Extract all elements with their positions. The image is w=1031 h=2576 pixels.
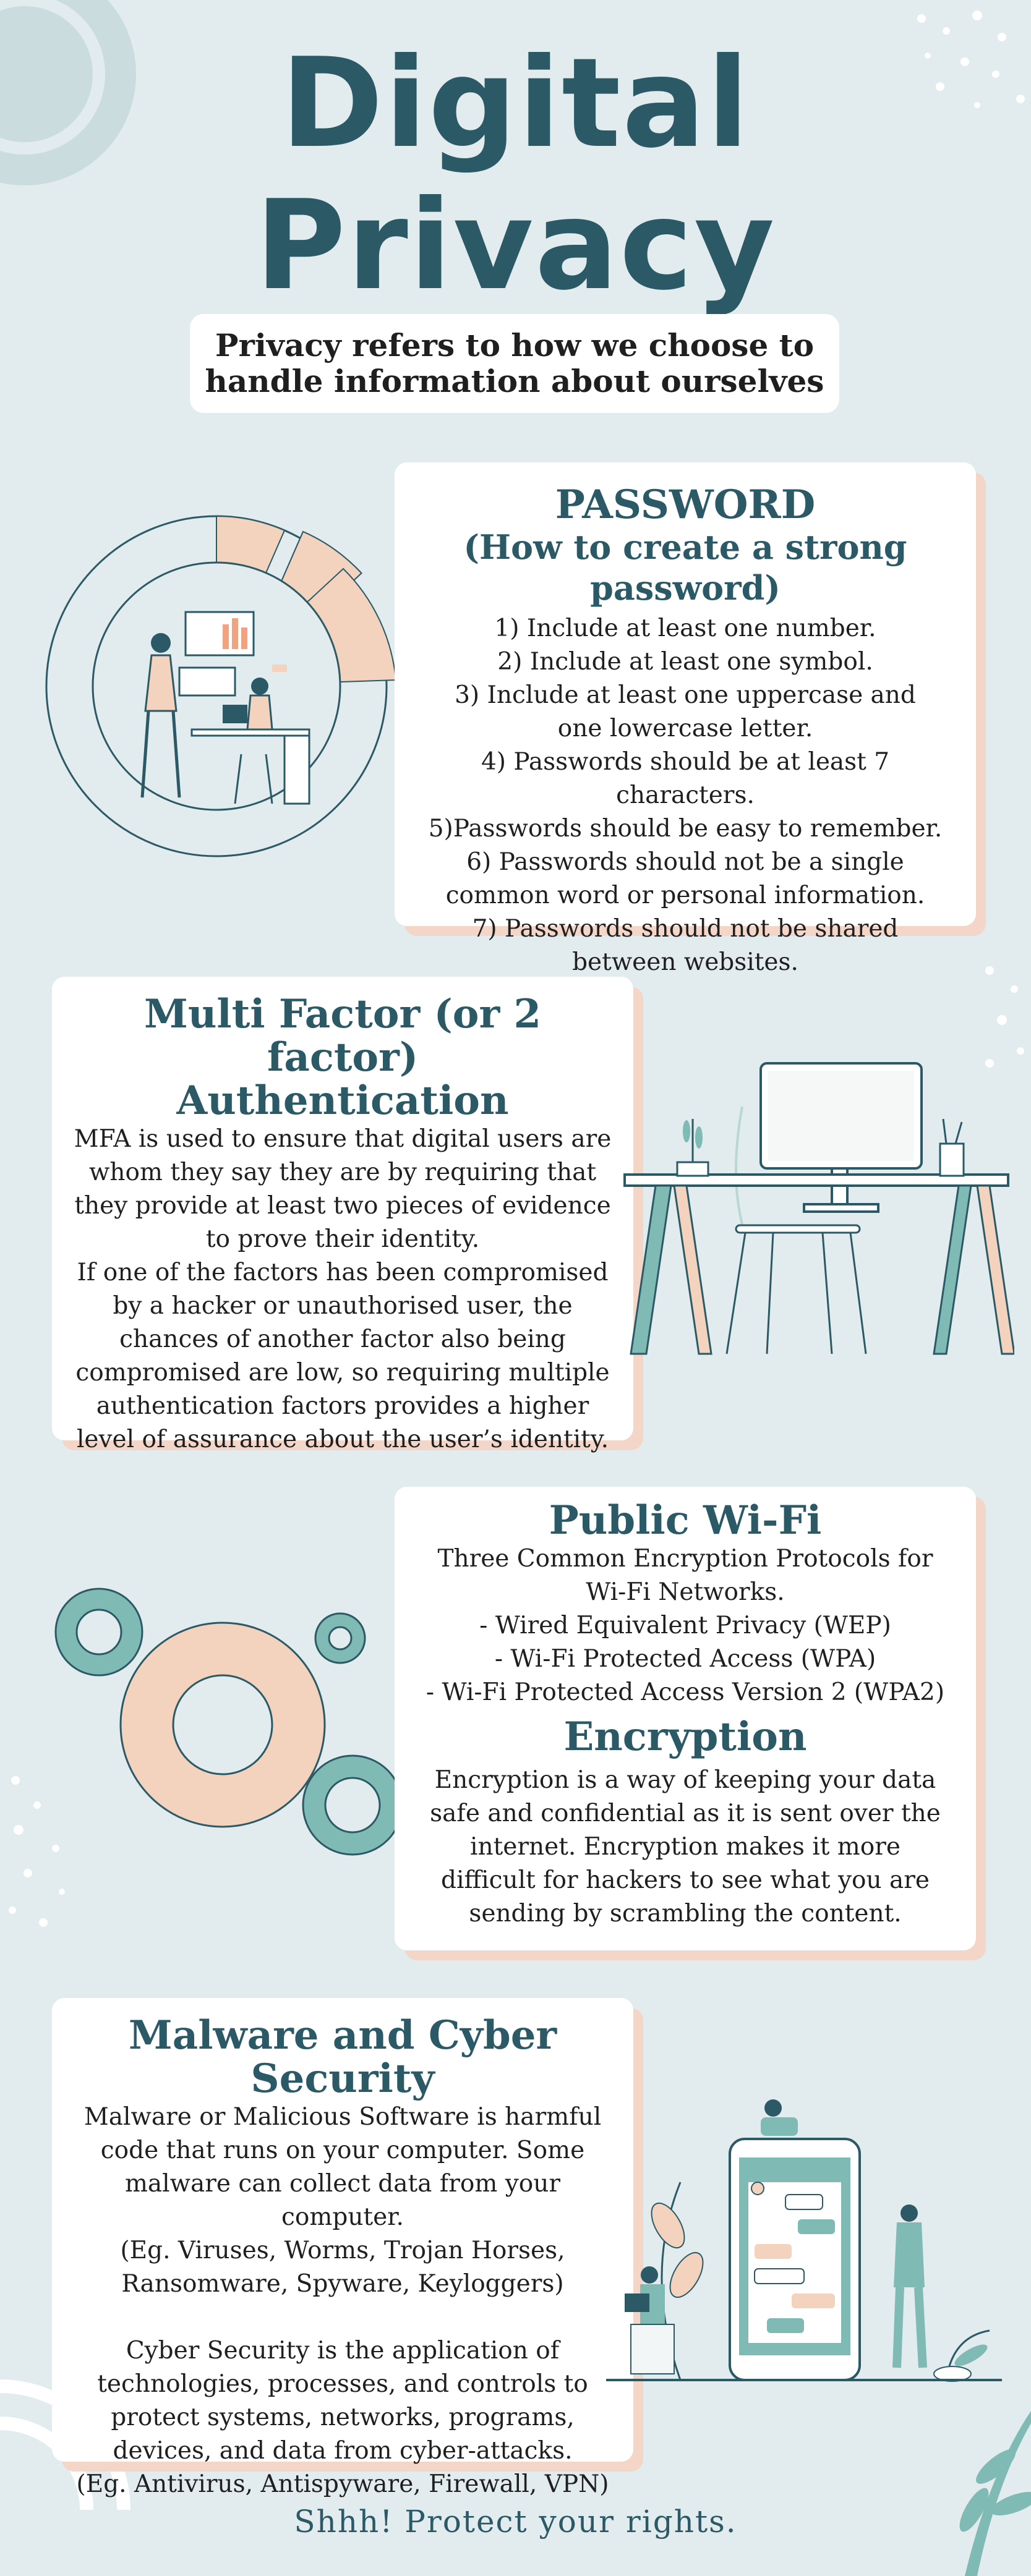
wifi-card: Public Wi-Fi Three Common Encryption Pro…: [395, 1487, 976, 1950]
dots-pattern-left: [9, 1776, 65, 1927]
subtitle: Privacy refers to how we choose to handl…: [205, 327, 824, 399]
password-rule: 5)Passwords should be easy to remember.: [428, 815, 943, 843]
wifi-protocol: - Wi-Fi Protected Access (WPA): [494, 1645, 876, 1673]
password-rule: 4) Passwords should be at least 7 charac…: [481, 748, 890, 809]
cybersecurity-body: Cyber Security is the application of tec…: [76, 2337, 609, 2498]
desk-computer-illustration: [623, 1062, 1014, 1355]
page-title-line2: Privacy: [255, 174, 776, 318]
page-title-line1: Digital: [280, 32, 751, 176]
wifi-intro: Three Common Encryption Protocols for Wi…: [437, 1545, 933, 1606]
dots-pattern-right: [985, 966, 1024, 1068]
password-rule: 2) Include at least one symbol.: [497, 648, 873, 676]
password-heading: PASSWORD: [555, 482, 816, 528]
password-rule: 6) Passwords should not be a single comm…: [445, 848, 925, 909]
corner-circle-shape: [0, 0, 136, 185]
tiny-gear-icon: [314, 1612, 366, 1664]
medium-gear-icon: [302, 1754, 403, 1856]
wifi-protocol: - Wired Equivalent Privacy (WEP): [479, 1612, 891, 1639]
large-gear-icon: [119, 1622, 326, 1828]
malware-card: Malware and Cyber Security Malware or Ma…: [52, 1998, 633, 2498]
leaf-decoration: [959, 2411, 1031, 2576]
password-rule: 1) Include at least one number.: [494, 614, 876, 642]
subtitle-box: Privacy refers to how we choose to handl…: [190, 314, 839, 413]
mfa-card: Multi Factor (or 2 factor) Authenticatio…: [52, 977, 633, 1453]
small-gear-icon: [54, 1588, 143, 1677]
malware-heading: Malware and Cyber Security: [128, 2012, 557, 2102]
password-card: PASSWORD (How to create a strong passwor…: [395, 462, 976, 976]
dots-pattern-top: [917, 11, 1025, 108]
gears-illustration: [54, 1588, 403, 1856]
presentation-illustration: [45, 515, 397, 857]
encryption-heading: Encryption: [563, 1714, 807, 1760]
footer-tagline: Shhh! Protect your rights.: [294, 2504, 737, 2540]
password-rule: 7) Passwords should not be shared betwee…: [472, 915, 899, 976]
mfa-heading: Multi Factor (or 2 factor) Authenticatio…: [144, 991, 541, 1124]
password-rule: 3) Include at least one uppercase and on…: [455, 681, 916, 742]
encryption-body: Encryption is a way of keeping your data…: [430, 1766, 941, 1928]
malware-spacer: [64, 2301, 621, 2334]
password-subheading: (How to create a strong password): [463, 527, 907, 608]
mfa-body: MFA is used to ensure that digital users…: [74, 1125, 612, 1453]
wifi-heading: Public Wi-Fi: [549, 1497, 822, 1544]
wifi-protocol: - Wi-Fi Protected Access Version 2 (WPA2…: [426, 1678, 945, 1706]
malware-body: Malware or Malicious Software is harmful…: [83, 2103, 602, 2298]
phone-people-illustration: [606, 2099, 1002, 2382]
